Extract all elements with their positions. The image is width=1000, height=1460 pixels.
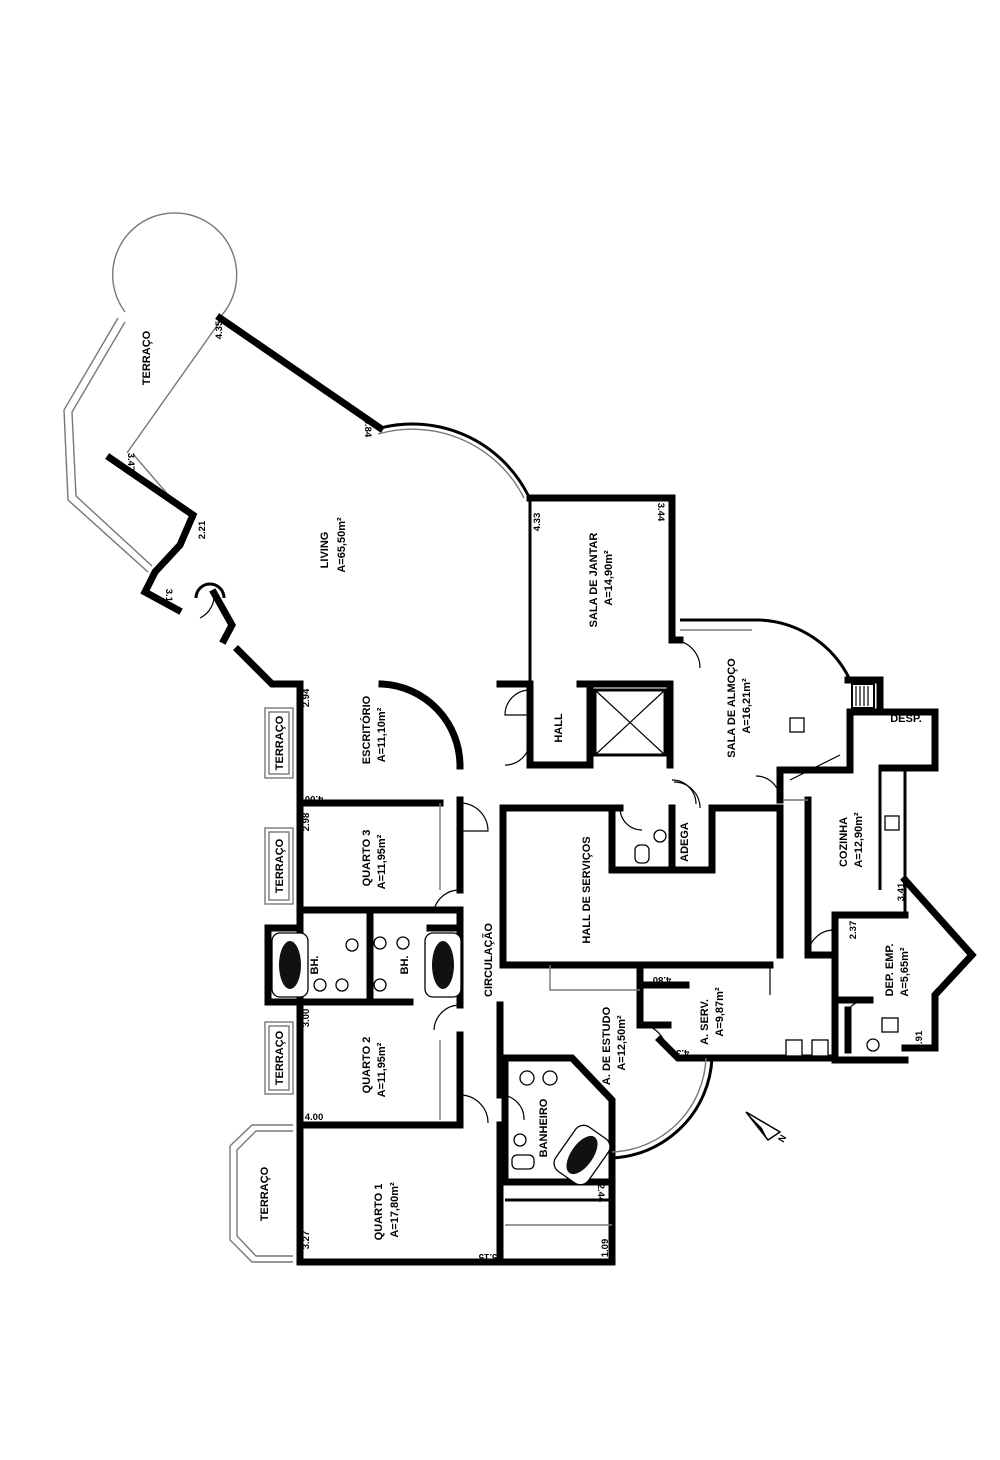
- dimension-labels: 4.35 4.84 3.47 4.33 3.44 2.21 3.16 2.94 …: [125, 320, 925, 1262]
- terrace-outlines: [63, 212, 294, 1263]
- dim-327: 3.27: [301, 1231, 312, 1250]
- dim-294: 2.94: [301, 688, 312, 707]
- dim-300: 3.00: [301, 1009, 312, 1028]
- label-banheiro: BANHEIRO: [538, 1098, 550, 1157]
- label-terraco-living: TERRAÇO: [141, 330, 153, 385]
- label-quarto1-area: A=17,80m²: [389, 1182, 401, 1238]
- dim-341: 3.41: [896, 882, 907, 901]
- dim-484: 4.84: [362, 419, 373, 438]
- room-labels: TERRAÇO LIVING A=65,50m² ESCRITÓRIO A=11…: [141, 330, 922, 1240]
- dim-344: 3.44: [655, 503, 666, 522]
- label-serv-area: A=9,87m²: [714, 987, 726, 1037]
- dim-298: 2.98: [301, 813, 312, 832]
- dim-433: 4.33: [532, 513, 543, 532]
- label-almoco-area: A=16,21m²: [741, 678, 753, 734]
- dim-435b: 4.35: [670, 1047, 689, 1058]
- label-jantar-area: A=14,90m²: [603, 550, 615, 606]
- label-circulacao: CIRCULAÇÃO: [482, 923, 495, 997]
- label-quarto3-area: A=11,95m²: [376, 834, 388, 889]
- door-swings: [199, 592, 871, 1124]
- label-dep: DEP. EMP.: [884, 944, 896, 997]
- label-quarto1: QUARTO 1: [373, 1184, 385, 1241]
- label-terraco-escritorio: TERRAÇO: [274, 715, 286, 770]
- label-living: LIVING: [319, 532, 331, 569]
- dim-237: 2.37: [848, 921, 859, 940]
- label-cozinha: COZINHA: [838, 817, 850, 867]
- dim-480: 4.80: [653, 974, 672, 985]
- label-cozinha-area: A=12,90m²: [853, 812, 865, 868]
- label-escritorio: ESCRITÓRIO: [360, 695, 373, 764]
- fixtures: [194, 582, 900, 1186]
- north-label: N: [776, 1133, 789, 1145]
- dim-515: 5.15: [478, 1251, 497, 1262]
- label-living-area: A=65,50m²: [336, 517, 348, 573]
- label-quarto3: QUARTO 3: [361, 830, 373, 887]
- dim-091: 0.91: [914, 1030, 925, 1049]
- label-hall: HALL: [553, 713, 565, 743]
- label-hall-servicos: HALL DE SERVIÇOS: [581, 836, 593, 943]
- label-desp: DESP.: [890, 713, 922, 725]
- dim-316: 3.16: [163, 589, 174, 608]
- label-bh-1: BH.: [309, 956, 321, 975]
- dim-109: 1.09: [600, 1239, 611, 1258]
- label-jantar: SALA DE JANTAR: [588, 533, 600, 628]
- walls: [105, 313, 977, 1266]
- label-estudo: A. DE ESTUDO: [601, 1006, 613, 1085]
- label-serv: A. SERV.: [699, 999, 711, 1045]
- dim-347: 3.47: [125, 453, 136, 472]
- label-almoco: SALA DE ALMOÇO: [726, 658, 738, 758]
- label-estudo-area: A=12,50m²: [616, 1015, 628, 1071]
- label-dep-area: A=5,65m²: [899, 947, 911, 997]
- dim-400a: 4.00: [305, 793, 324, 804]
- dim-400b: 4.00: [305, 1112, 324, 1123]
- label-adega: ADEGA: [679, 822, 691, 862]
- label-quarto2-area: A=11,95m²: [376, 1042, 388, 1097]
- dim-435: 4.35: [214, 320, 225, 339]
- north-arrow: N: [745, 1111, 789, 1145]
- dim-244: 2.44: [595, 1184, 606, 1203]
- dim-221: 2.21: [197, 520, 208, 539]
- label-terraco-quarto2: TERRAÇO: [274, 1030, 286, 1085]
- label-escritorio-area: A=11,10m²: [376, 707, 388, 762]
- label-terraco-quarto3: TERRAÇO: [274, 838, 286, 893]
- label-bh-2: BH.: [399, 956, 411, 975]
- label-terraco-quarto1: TERRAÇO: [259, 1166, 271, 1221]
- label-quarto2: QUARTO 2: [361, 1037, 373, 1094]
